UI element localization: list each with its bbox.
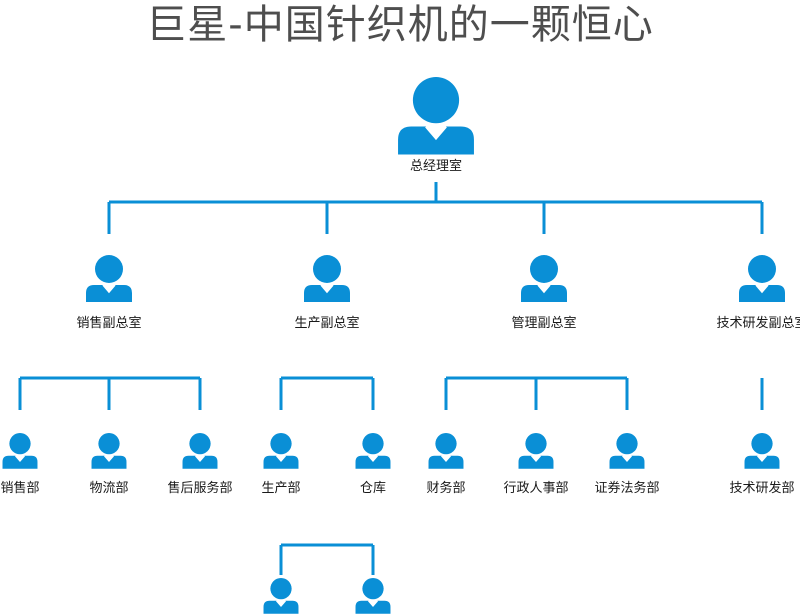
root-label: 总经理室 (409, 159, 463, 174)
dept-label-2-0: 财务部 (426, 481, 466, 496)
dept-person-icon-1-1 (355, 433, 391, 469)
dept-person-icon-2-2 (609, 433, 645, 469)
dept-label-0-1: 物流部 (89, 481, 129, 496)
deputy-person-icon-3 (739, 255, 785, 302)
subunit-person-icon-1 (355, 578, 391, 614)
dept-person-icon-0-2 (182, 433, 218, 469)
dept-label-0-0: 销售部 (0, 481, 40, 496)
dept-label-3-0: 技术研发部 (729, 481, 795, 496)
root-person-icon (398, 77, 474, 155)
dept-person-icon-2-1 (518, 433, 554, 469)
deputy-person-icon-2 (521, 255, 567, 302)
deputy-label-2: 管理副总室 (511, 316, 577, 331)
dept-person-icon-0-1 (91, 433, 127, 469)
deputy-label-3: 技术研发副总室 (716, 316, 800, 331)
dept-label-1-1: 仓库 (359, 481, 387, 496)
dept-person-icon-3-0 (744, 433, 780, 469)
deputy-label-0: 销售副总室 (76, 316, 142, 331)
deputy-person-icon-1 (304, 255, 350, 302)
dept-label-1-0: 生产部 (261, 481, 301, 496)
dept-person-icon-2-0 (428, 433, 464, 469)
deputy-label-1: 生产副总室 (294, 316, 360, 331)
dept-label-2-1: 行政人事部 (503, 481, 569, 496)
deputy-person-icon-0 (86, 255, 132, 302)
dept-label-0-2: 售后服务部 (167, 481, 233, 496)
dept-person-icon-1-0 (263, 433, 299, 469)
chart-title: 巨星-中国针织机的一颗恒心 (146, 2, 654, 48)
dept-label-2-2: 证券法务部 (594, 481, 660, 496)
dept-person-icon-0-0 (2, 433, 38, 469)
subunit-person-icon-0 (263, 578, 299, 614)
